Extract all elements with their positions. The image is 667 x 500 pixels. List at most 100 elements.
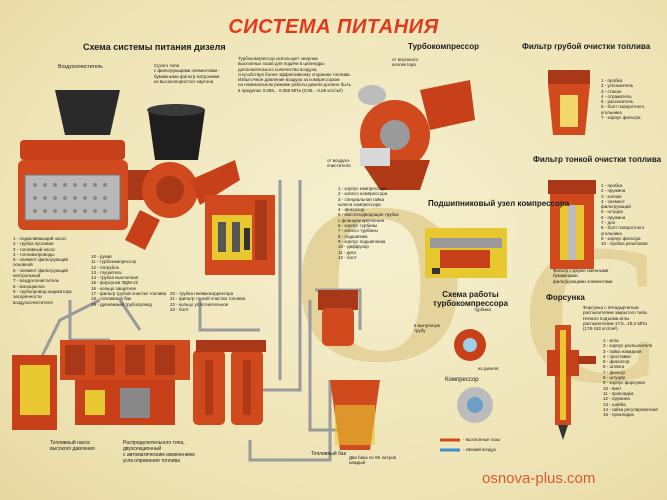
dry-filter-drawing <box>147 104 205 160</box>
bearing-unit-drawing <box>425 228 507 278</box>
legend-line: 11 - турбокомпрессор <box>91 259 137 265</box>
legend-line: воздухоочистителя <box>13 299 53 305</box>
legend-line: 2 - колесо компрессора <box>338 191 388 197</box>
label-fine-filter-note: Фильтр с двумя сменными бумажными фильтр… <box>553 268 613 284</box>
legend-line: 7 - колесо турбины <box>338 228 378 234</box>
legend-line: 2 - успокоитель <box>601 83 634 89</box>
label-dry-filter: Сухого типа с фильтрующими элементами - … <box>154 63 220 84</box>
label-from-cleaner: от воздухо- очистителя <box>327 158 351 169</box>
fuel-lines <box>38 180 362 462</box>
legend-line: 9 - трубопровод индикатора <box>13 288 72 294</box>
legend-line: 3 - топливный насос <box>13 246 56 252</box>
legend-line: 8 - подшипник <box>338 233 368 239</box>
legend-line: 20 - трубка пневмокорректора <box>170 291 234 296</box>
legend-line: 4 - элемент <box>601 198 625 204</box>
legend-line: 6 - пружина <box>601 214 626 220</box>
legend-line: 23 - болт <box>170 306 189 312</box>
legend-line: 22 - кольцо уплотнительное <box>170 301 229 307</box>
legend-line: 5 - фиксатор <box>603 359 630 365</box>
legend-line: 6 - болт поворотного <box>601 104 645 110</box>
page-title: СИСТЕМА ПИТАНИЯ <box>228 16 439 38</box>
legend-line: 9 - корпус подшипника <box>338 238 386 244</box>
legend-line: 1 - подкачивающий насос <box>13 236 67 241</box>
heading-coarse-filter: Фильтр грубой очистки топлива <box>522 42 651 51</box>
legend-line: 10 - винт <box>603 385 622 391</box>
legend-line: основной <box>13 262 33 268</box>
fine-filter-cylinders <box>193 340 266 425</box>
legend-line: 3 - стакан <box>601 88 622 94</box>
legend-line: 6 - штанга <box>603 364 625 370</box>
legend-line: 13 - глушитель <box>91 269 122 275</box>
legend-line: 2 - трубка пусковая <box>13 241 54 247</box>
legend-line: 17 - фильтр грубой очистки топлива <box>91 291 167 297</box>
turbo-drawing-main <box>125 160 240 250</box>
legend-line: 5 - штуцер <box>601 209 624 215</box>
legend-line: 1 - корпус компрессора <box>338 186 387 191</box>
legend-line: 4 - отражатель <box>601 93 632 99</box>
fuel-tank-drawing <box>330 380 380 450</box>
legend-line: 6 - корпус турбины <box>338 223 378 229</box>
legend-line: угольника <box>601 230 622 236</box>
legend-line: 12 - болт <box>338 254 357 260</box>
legend-line: 4 - фиксатор <box>338 207 365 213</box>
heading-turbo-work: Схема работы турбокомпрессора <box>433 290 508 309</box>
engine-drawing <box>205 195 275 275</box>
coarse-filter-center <box>318 290 358 346</box>
legend-line: 12 - патрубок <box>91 264 119 270</box>
legend-line: 10 - пробка резьбовая <box>601 241 648 247</box>
label-tank: Топливный бак <box>311 451 346 457</box>
background-letter: О <box>290 155 469 410</box>
label-tank-note: Два бака по 85 литров каждый <box>349 455 396 466</box>
legend-line: 1 - игла <box>603 338 619 343</box>
legend-line: 1 - пробка <box>601 183 623 188</box>
legend-line: 9 - корпус фильтра <box>601 235 641 241</box>
label-turbine: турбина <box>474 307 491 312</box>
legend-line: 11 - диск <box>338 249 357 255</box>
legend-line: 13 - шайба <box>603 401 626 407</box>
legend-line: 8 - штуцер <box>603 375 626 381</box>
legend-line: 5 - маслоподводящая трубка <box>338 212 399 218</box>
turbo-description: Турбокомпрессор использует энергию выхло… <box>238 56 351 93</box>
turbo-detail-drawing <box>358 80 475 190</box>
label-air-cleaner: Воздухоочиститель <box>58 64 103 70</box>
legend-line: 7 - дно <box>601 220 616 226</box>
label-pump-caption: Топливный насос высокого давления <box>50 440 95 452</box>
legend-line: 18 - топливный бак <box>91 296 131 302</box>
legend-line: 9 - корпус форсунки <box>603 380 645 386</box>
legend-line: 7 - воздухоочиститель <box>13 278 60 284</box>
turbo-work-drawing <box>440 329 493 452</box>
legend-line: 14 - гайка регулировочная <box>603 406 658 412</box>
legend-line: 8 - моноциклон <box>13 283 45 289</box>
heading-injector: Форсунка <box>546 293 585 302</box>
fuel-pump-drawing <box>12 340 190 430</box>
legend-line: колеса компрессора <box>338 201 381 207</box>
legend-line: 5 - элемент фильтрующий <box>13 257 68 263</box>
legend-line: 14 - трубка выхлопная <box>91 275 139 281</box>
legend-line: 5 - рассекатель <box>601 99 634 105</box>
fine-filter-drawing <box>548 180 596 269</box>
legend-line: 3 - гайка накидная <box>603 348 642 354</box>
legend-line: 16 - кольцо защитное <box>91 285 137 291</box>
heading-bearing-unit: Подшипниковый узел компрессора <box>428 199 570 208</box>
legend-line: 2 - корпус распылителя <box>603 343 653 349</box>
legend-line: 7 - корпус фильтра <box>601 115 641 121</box>
legend-line: 3 - колпак <box>601 193 622 199</box>
air-cleaner-drawing <box>18 90 150 230</box>
heading-turbocompressor: Турбокомпрессор <box>408 42 479 51</box>
legend-line: 4 - топливопроводы <box>13 251 55 257</box>
legend-line: 11 - прокладка <box>603 390 634 396</box>
legend-line: 15 - форсунка ФДМ-22 <box>91 280 139 286</box>
label-to-exhaust: в выпускную трубу <box>414 323 441 334</box>
legend-line: 7 - фильтр <box>603 369 625 375</box>
legend-line: 2 - пружина <box>601 188 626 194</box>
site-watermark: osnova-plus.com <box>482 470 596 487</box>
legend-line: 3 - специальная гайка <box>338 196 385 202</box>
label-distributor: Распределительного типа, двухсекционный … <box>123 440 195 464</box>
